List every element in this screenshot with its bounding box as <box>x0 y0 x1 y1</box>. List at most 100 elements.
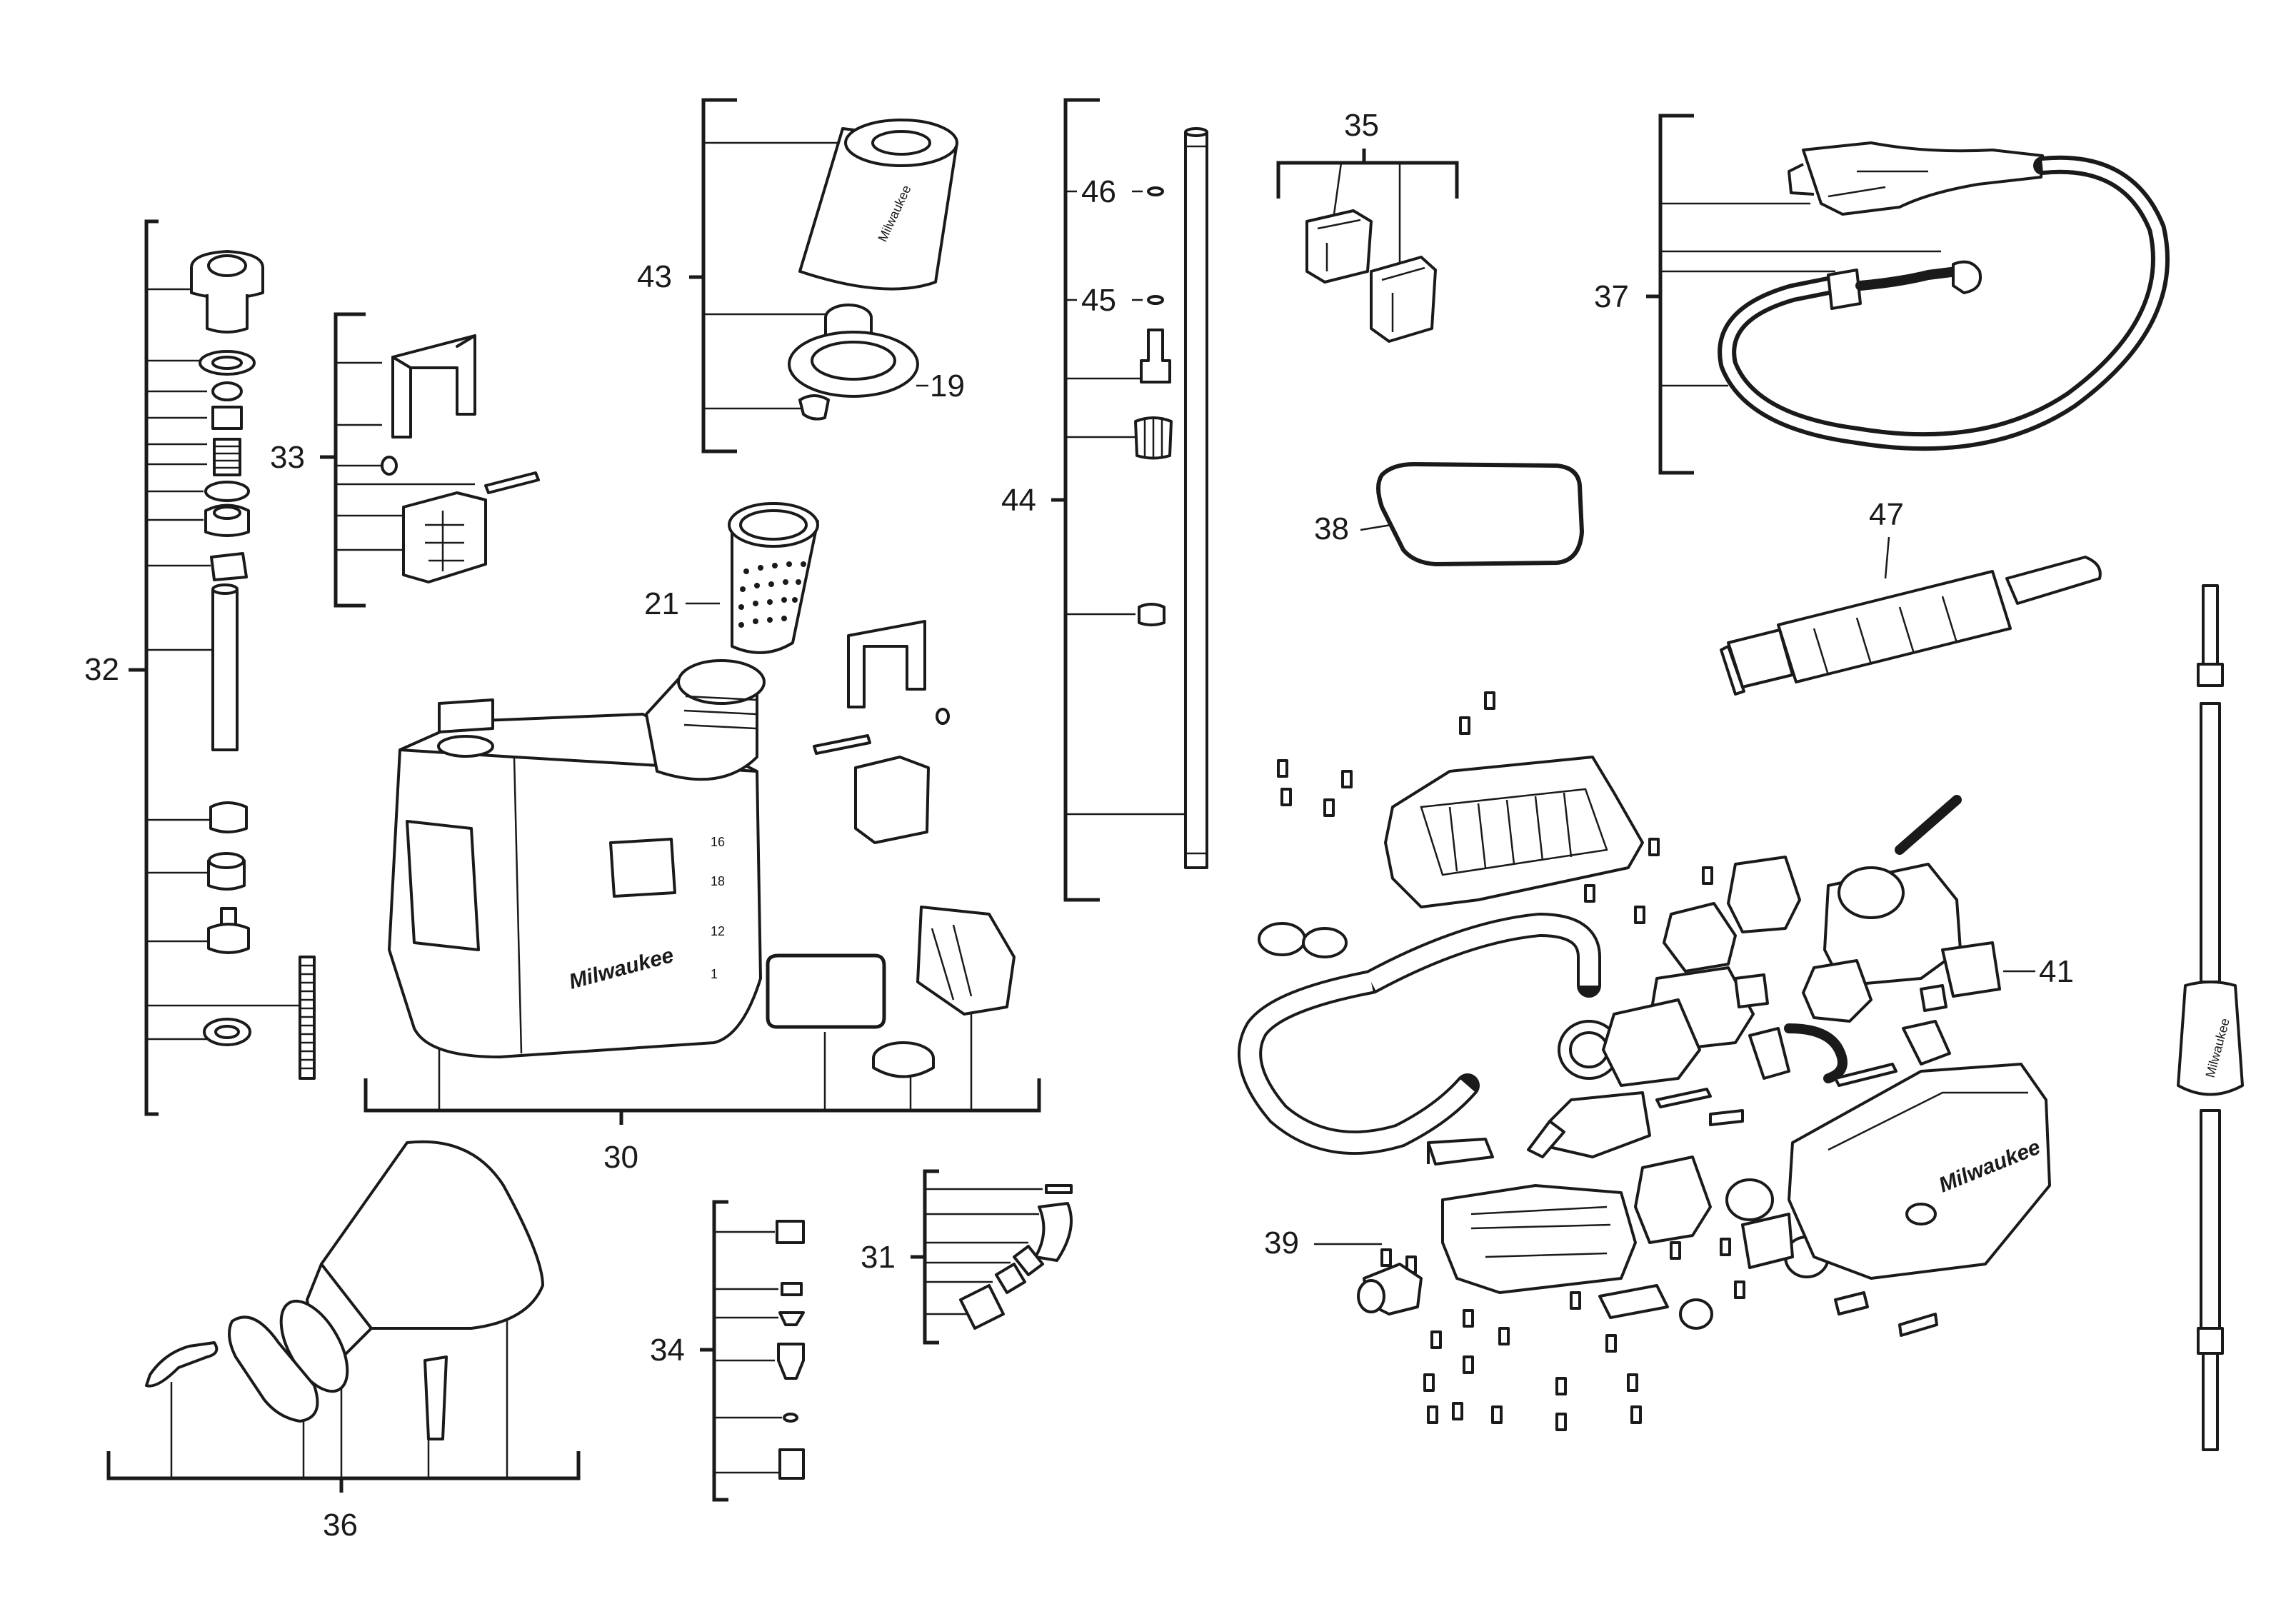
callout-33: 34 <box>650 1333 685 1368</box>
upper-housing <box>1384 756 1644 908</box>
hose-connector <box>1827 269 1862 310</box>
assembly-37: 37 <box>1594 114 2170 475</box>
extension-grip <box>2177 981 2244 1096</box>
assembly-33: 34 <box>650 1200 805 1502</box>
funnel-pin <box>423 1355 448 1440</box>
push-rod <box>1655 1088 1712 1108</box>
assembly-36: 36 <box>106 1140 581 1543</box>
nozzle-cap <box>776 1220 805 1244</box>
tank-clip <box>847 620 926 708</box>
callout-35: 35 <box>1344 108 1379 143</box>
wand-holster <box>916 906 1016 1016</box>
elbow-nut <box>959 1284 1005 1330</box>
funnel-gasket <box>228 1315 319 1423</box>
pressure-switch-cap <box>1920 984 1947 1012</box>
assembly-35: 35 <box>1276 108 1459 343</box>
spring <box>213 438 241 476</box>
filter-bowl <box>798 127 958 291</box>
trigger-gun <box>1802 141 2044 216</box>
rod-clip <box>1709 1109 1744 1126</box>
handle-clip <box>391 334 476 438</box>
elbow-pin <box>1045 1184 1073 1194</box>
tank-window <box>406 820 480 951</box>
latch-left <box>1305 209 1373 284</box>
switch-plate <box>1741 1213 1794 1269</box>
callout-34: 31 <box>861 1240 896 1275</box>
tank-marking-1: 1 <box>711 967 718 981</box>
callout-31: 32 <box>84 652 119 687</box>
battery-latch <box>1898 1313 1938 1337</box>
nozzle-adapter <box>778 1448 805 1480</box>
callout-21: 21 <box>644 586 679 621</box>
assembly-44: 44 46 45 <box>1001 98 1208 902</box>
wand-fitting <box>1140 329 1171 384</box>
callout-47: 47 <box>1869 497 1904 532</box>
extension-wand: Milwaukee <box>2177 584 2244 1451</box>
callout-43: 43 <box>637 259 672 294</box>
gear-wheel <box>1725 1178 1774 1221</box>
assembly-31: 32 <box>84 219 316 1116</box>
clip-housing <box>402 491 487 583</box>
tank-marking-18: 18 <box>711 874 725 888</box>
nozzle-insert <box>781 1282 803 1296</box>
battery-housing <box>1788 1063 2051 1280</box>
callout-37: 37 <box>1594 279 1629 314</box>
hose-clamp-left <box>1258 922 1306 956</box>
tank-clip-pin <box>813 734 871 755</box>
callout-30: 30 <box>603 1140 638 1175</box>
callout-38: 38 <box>1314 511 1349 546</box>
square-seal <box>1734 973 1769 1008</box>
small-oring-46 <box>1147 186 1164 196</box>
extension-tube-lower <box>2200 1109 2221 1330</box>
battery-contact <box>1834 1291 1869 1315</box>
tank-clip-housing <box>854 756 930 844</box>
tank-body <box>388 713 762 1058</box>
elbow-connector <box>1013 1245 1044 1276</box>
pump-motor-body <box>1602 998 1701 1087</box>
swivel-elbow <box>1952 260 1982 294</box>
seal-ring <box>204 481 250 502</box>
fitting-tee <box>1902 1020 1951 1066</box>
hose-clamp-right <box>1302 927 1348 958</box>
battery-module <box>1634 1156 1712 1244</box>
wand-plug <box>1138 603 1165 626</box>
cap-knob <box>1679 1298 1713 1330</box>
lower-housing <box>1441 1184 1637 1294</box>
clip-pin-ring <box>381 456 398 476</box>
funnel-cone <box>320 1140 544 1330</box>
pressure-switch <box>1941 941 2001 998</box>
callout-36: 36 <box>323 1508 358 1543</box>
hose <box>1718 155 2170 451</box>
small-oring-45 <box>1147 295 1164 305</box>
syringe-barrel <box>1777 570 2012 683</box>
assembly-34: 31 <box>861 1169 1073 1345</box>
tank-gauge <box>609 838 676 898</box>
tank-marking-12: 12 <box>711 924 725 938</box>
tank-gasket <box>766 953 886 1029</box>
tank-vent-cap <box>438 698 494 733</box>
rod-bushing <box>210 552 248 581</box>
callout-19: 19 <box>930 369 965 404</box>
funnel-tether <box>145 1341 219 1388</box>
tank-marking-16: 16 <box>711 835 725 849</box>
callout-46: 46 <box>1081 174 1116 209</box>
callout-41: 41 <box>2039 954 2074 989</box>
pump-motor-assembly: 41 Milwaukee 39 <box>1238 691 2074 1431</box>
outlet-fitting <box>1748 1027 1790 1080</box>
washer <box>211 381 243 401</box>
screw <box>1484 691 1495 710</box>
spring-small <box>1834 1063 1898 1087</box>
syringe-tip <box>2005 556 2102 605</box>
extension-tube-upper <box>2200 702 2221 983</box>
nozzle-tip <box>778 1311 805 1326</box>
valve-block <box>1727 856 1801 933</box>
latch-right <box>1370 256 1437 343</box>
pump-head <box>1663 902 1737 973</box>
valve-flap <box>798 394 830 421</box>
nozzle-body <box>777 1343 805 1380</box>
gasket-38: 38 <box>1314 462 1584 566</box>
control-board <box>1545 1091 1651 1158</box>
assembly-30: 30 16 18 12 1 Milwaukee <box>364 620 1041 1175</box>
gear-box <box>1802 959 1873 1023</box>
